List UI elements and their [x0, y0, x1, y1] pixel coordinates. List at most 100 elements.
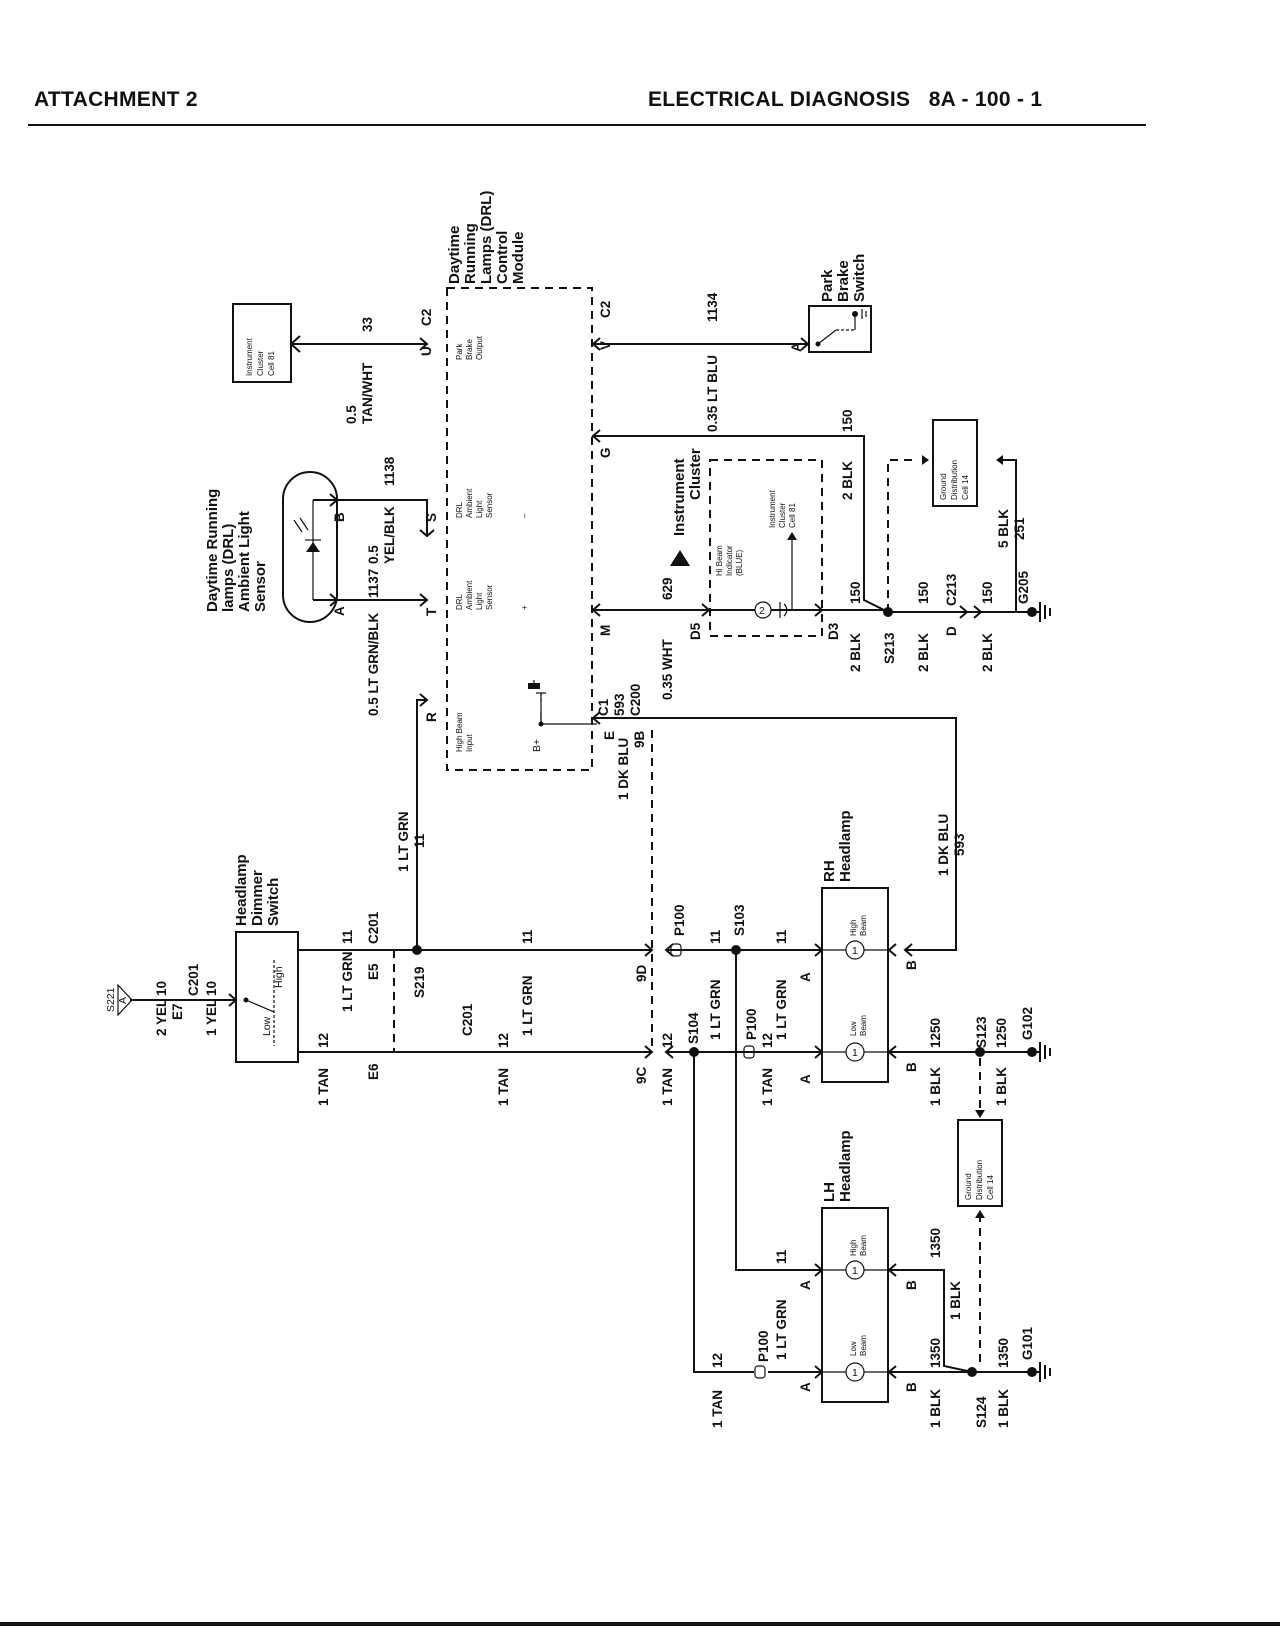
svg-text:Headlamp: Headlamp	[837, 1130, 854, 1202]
svg-text:High Beam: High Beam	[455, 712, 464, 752]
svg-text:593: 593	[612, 693, 627, 716]
svg-text:1138: 1138	[382, 456, 397, 486]
rh-high-beam-bulb-icon: 1 High Beam	[822, 915, 888, 960]
lh-headlamp-label: LH Headlamp	[821, 1130, 854, 1202]
dash-ground-upper	[887, 459, 916, 612]
pin-d5: D5	[688, 622, 703, 640]
svg-text:2: 2	[759, 605, 765, 617]
pin-b-rh-high: B	[904, 960, 919, 970]
connector-c201-mid: C201	[460, 1003, 475, 1036]
pin-a-park: A	[789, 342, 804, 352]
label-1-lt-grn-a: 1 LT GRN	[340, 952, 355, 1013]
svg-text:High: High	[849, 920, 858, 936]
svg-text:Dimmer: Dimmer	[249, 870, 266, 926]
header-title-text: ELECTRICAL DIAGNOSIS	[648, 88, 911, 111]
ground-dist-lower-label: Ground Distribution Cell 14	[964, 1160, 995, 1200]
pin-d-c213: D	[944, 626, 959, 636]
pin-b-rh-low: B	[904, 1062, 919, 1072]
splice-s103: S103	[732, 904, 747, 936]
splice-s213: S213	[882, 632, 897, 664]
svg-text:Switch: Switch	[265, 878, 282, 926]
pin-9c: 9C	[634, 1066, 649, 1084]
label-10-a: 10	[154, 981, 169, 996]
park-brake-switch-box	[808, 305, 872, 353]
pin-9d: 9D	[634, 964, 649, 982]
svg-text:(BLUE): (BLUE)	[735, 549, 744, 576]
svg-text:150: 150	[840, 409, 855, 432]
label-12-d: 12	[760, 1033, 775, 1048]
label-lt-grn-blk: 0.5 LT GRN/BLK	[366, 612, 381, 716]
pin-a-rh-low: A	[798, 1074, 813, 1084]
svg-text:0.5: 0.5	[366, 545, 381, 564]
pin-e6: E6	[366, 1063, 381, 1080]
svg-text:Instrument: Instrument	[671, 458, 688, 536]
svg-text:1: 1	[852, 1047, 858, 1059]
ambient-sensor-label: Daytime Running lamps (DRL) Ambient Ligh…	[204, 489, 269, 612]
headlamp-dimmer-switch	[235, 931, 299, 1063]
instrument-cluster-label: Instrument Cluster	[670, 448, 704, 566]
svg-text:1: 1	[852, 1265, 858, 1277]
label-10-b: 10	[204, 981, 219, 996]
label-yel-blk: 0.5 YEL/BLK 1138 1137	[366, 456, 397, 598]
rh-headlamp	[821, 887, 889, 1083]
label-1-lt-grn-c: 1 LT GRN	[708, 980, 723, 1041]
svg-text:Module: Module	[510, 232, 527, 285]
svg-text:Beam: Beam	[859, 1235, 868, 1256]
pin-b-lh-high: B	[904, 1280, 919, 1290]
header-left: ATTACHMENT 2	[34, 88, 198, 111]
label-1-lt-grn-lh: 1 LT GRN	[774, 1300, 789, 1361]
svg-text:DRL: DRL	[455, 593, 464, 610]
pin-d3: D3	[826, 622, 841, 640]
svg-text:lamps (DRL): lamps (DRL)	[220, 524, 237, 612]
svg-text:Cluster: Cluster	[687, 448, 704, 500]
ground-g101-icon	[1027, 1362, 1051, 1382]
svg-text:Low: Low	[849, 1341, 858, 1356]
connector-c213: C213	[944, 573, 959, 606]
svg-text:Sensor: Sensor	[252, 561, 269, 612]
instrument-cluster-box	[709, 459, 823, 637]
label-11-a: 11	[340, 929, 355, 944]
svg-text:Distribution: Distribution	[950, 460, 959, 500]
svg-text:Input: Input	[465, 733, 474, 752]
pin-r: R	[424, 712, 439, 722]
drl-high-beam-input-label: High Beam Input	[455, 712, 474, 752]
label-1yel: 1 YEL	[204, 999, 219, 1036]
svg-text:5 BLK: 5 BLK	[996, 509, 1011, 548]
svg-text:1 DK BLU: 1 DK BLU	[616, 738, 631, 800]
drl-sensor-minus-label: DRL Ambient Light Sensor –	[455, 488, 529, 518]
label-1-tan-c: 1 TAN	[660, 1068, 675, 1106]
ground-dist-ref-lower	[957, 1119, 1003, 1207]
header-rule	[28, 124, 1146, 126]
wire-5blk-251	[1000, 459, 1017, 612]
photo-diode-icon	[293, 500, 321, 600]
connector-p100-a: P100	[672, 904, 687, 936]
connector-p100-icon-3	[754, 1365, 766, 1379]
label-1-lt-grn-d: 1 LT GRN	[774, 980, 789, 1041]
pin-a-rh-high: A	[798, 972, 813, 982]
pin-e: E	[602, 731, 617, 740]
wire-yel-blk-1138	[313, 499, 428, 536]
splice-s219-dot	[412, 945, 422, 955]
svg-text:Output: Output	[475, 335, 484, 360]
svg-text:150: 150	[980, 581, 995, 604]
label-1blk-d: 1 BLK	[928, 1389, 943, 1428]
svg-text:629: 629	[660, 577, 675, 600]
label-wht629: 0.35 WHT 629	[660, 577, 675, 700]
svg-text:2 BLK: 2 BLK	[916, 633, 931, 672]
pin-u: U	[419, 346, 434, 356]
svg-text:Instrument: Instrument	[245, 337, 254, 376]
drl-park-brake-output-label: Park Brake Output	[455, 335, 484, 360]
label-blk150-s213: 2 BLK 150	[848, 581, 863, 672]
svg-text:Ground: Ground	[964, 1173, 973, 1200]
lh-headlamp	[821, 1207, 889, 1403]
pin-b-lh-low: B	[904, 1382, 919, 1392]
svg-text:Control: Control	[494, 231, 511, 284]
label-1-tan-b: 1 TAN	[496, 1068, 511, 1106]
label-blk150-c213: 2 BLK 150	[916, 581, 931, 672]
label-lt-blu: 0.35 LT BLU 1134	[705, 292, 720, 432]
label-dk-blu-593: 1 DK BLU 593	[936, 814, 967, 876]
svg-text:33: 33	[360, 316, 375, 332]
label-1blk-a: 1 BLK	[928, 1067, 943, 1106]
park-brake-switch-contact	[815, 309, 867, 347]
svg-text:Lamps (DRL): Lamps (DRL)	[478, 191, 495, 284]
